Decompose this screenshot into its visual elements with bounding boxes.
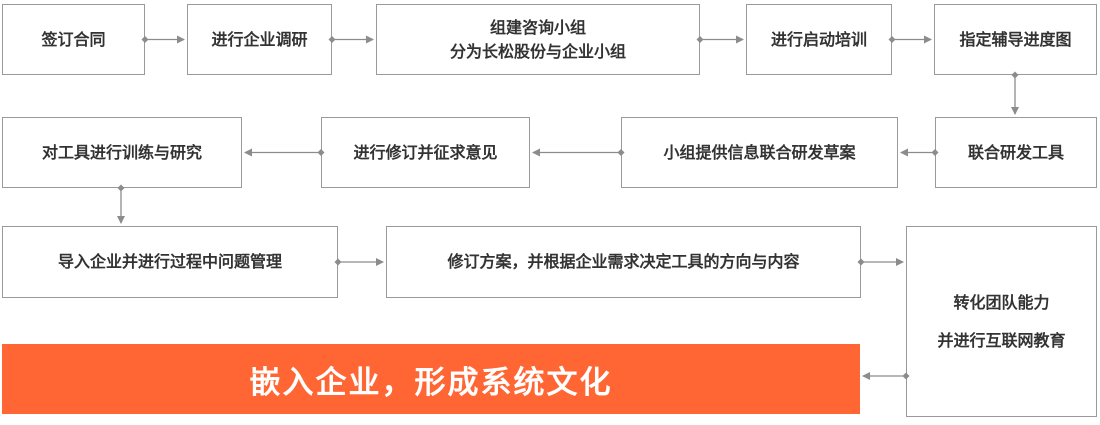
step-label: 进行修订并征求意见 — [353, 142, 498, 162]
step-joint-dev-tools: 联合研发工具 — [935, 117, 1097, 188]
step-transform-team-capability: 转化团队能力 并进行互联网教育 — [906, 226, 1097, 417]
step-label: 小组提供信息联合研发草案 — [663, 142, 856, 162]
banner-text: 嵌入企业，形成系统文化 — [249, 364, 613, 401]
step-label: 对工具进行训练与研究 — [41, 142, 202, 162]
step-sign-contract: 签订合同 — [2, 4, 145, 75]
step-label: 联合研发工具 — [967, 142, 1064, 162]
step-label-line2: 分为长松股份与企业小组 — [449, 41, 626, 61]
step-label-line1: 转化团队能力 — [953, 292, 1050, 312]
step-label: 导入企业并进行过程中问题管理 — [57, 252, 282, 271]
step-enterprise-research: 进行企业调研 — [187, 4, 332, 75]
step-revise-plan: 修订方案，并根据企业需求决定工具的方向与内容 — [386, 226, 861, 298]
step-form-consulting-group: 组建咨询小组 分为长松股份与企业小组 — [376, 4, 700, 75]
step-label: 修订方案，并根据企业需求决定工具的方向与内容 — [447, 252, 800, 271]
step-revise-feedback: 进行修订并征求意见 — [321, 117, 530, 188]
step-label: 进行启动培训 — [770, 29, 867, 49]
step-label-line2: 并进行互联网教育 — [937, 330, 1066, 350]
step-startup-training: 进行启动培训 — [746, 4, 892, 75]
step-draft-proposal: 小组提供信息联合研发草案 — [621, 117, 898, 188]
step-train-research-tools: 对工具进行训练与研究 — [2, 117, 242, 188]
step-guidance-schedule: 指定辅导进度图 — [934, 4, 1097, 75]
step-label: 指定辅导进度图 — [959, 29, 1072, 49]
step-label-line1: 组建咨询小组 — [489, 17, 586, 37]
culture-banner: 嵌入企业，形成系统文化 — [2, 344, 860, 414]
step-import-enterprise: 导入企业并进行过程中问题管理 — [2, 226, 338, 298]
step-label: 签订合同 — [41, 29, 106, 49]
step-label: 进行企业调研 — [211, 29, 308, 49]
